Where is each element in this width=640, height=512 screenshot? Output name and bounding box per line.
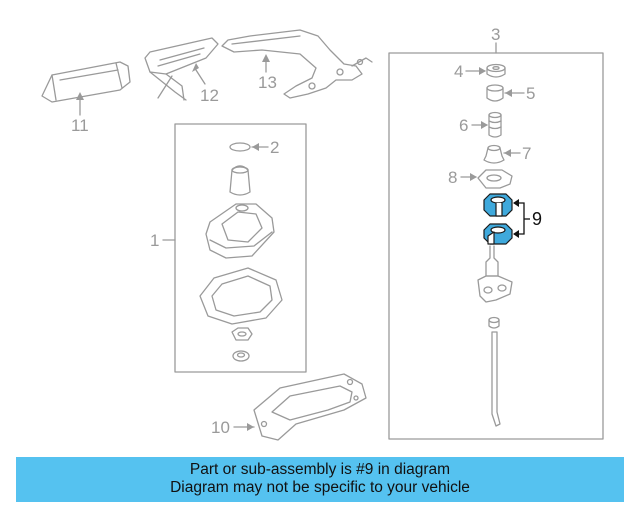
arrow-4 xyxy=(479,67,486,75)
part-13-brake-lever xyxy=(221,29,373,99)
callout-2: 2 xyxy=(270,138,279,157)
parts-diagram: 1 2 3 4 5 6 7 8 9 10 11 12 13 xyxy=(41,25,604,441)
arrow-10 xyxy=(247,423,254,431)
callout-13: 13 xyxy=(258,73,277,92)
part-8-retainer xyxy=(477,169,513,189)
arrow-11 xyxy=(76,92,84,100)
part-12-lever-boot xyxy=(144,37,219,101)
part-2-ring xyxy=(229,142,251,152)
callout-4: 4 xyxy=(454,62,463,81)
arrow-6 xyxy=(481,121,488,129)
callout-9: 9 xyxy=(532,209,542,229)
part-10-plate xyxy=(253,373,367,441)
callout-12: 12 xyxy=(200,86,219,105)
callout-7: 7 xyxy=(522,144,531,163)
info-banner: Part or sub-assembly is #9 in diagram Di… xyxy=(16,457,624,502)
part-5-bushing xyxy=(486,84,504,102)
banner-line-1: Part or sub-assembly is #9 in diagram xyxy=(189,461,451,478)
arrow-5 xyxy=(505,89,512,97)
box-part-3 xyxy=(388,52,604,440)
callout-8: 8 xyxy=(448,168,457,187)
arrow-13 xyxy=(262,54,270,62)
part-shift-boot xyxy=(205,203,275,259)
callout-5: 5 xyxy=(526,84,535,103)
part-9-clip-lower xyxy=(483,223,513,245)
part-shift-plate xyxy=(199,267,283,325)
part-4-cap xyxy=(486,63,506,78)
callout-11: 11 xyxy=(71,116,89,135)
arrow-7 xyxy=(504,149,511,157)
part-shift-rod xyxy=(477,245,513,427)
part-washer xyxy=(232,350,250,362)
arrow-12 xyxy=(192,63,199,72)
callout-10: 10 xyxy=(211,418,230,437)
part-shift-knob xyxy=(229,165,251,196)
box-part-1 xyxy=(174,123,307,373)
callout-3: 3 xyxy=(491,25,500,44)
leader-12 xyxy=(195,69,206,85)
part-nut xyxy=(231,327,253,341)
leader-9 xyxy=(514,202,530,235)
part-9-clip-upper xyxy=(483,193,513,217)
arrow-2 xyxy=(252,143,259,151)
callout-6: 6 xyxy=(459,116,468,135)
part-6-spring xyxy=(488,111,502,138)
arrow-8 xyxy=(470,173,477,181)
callout-1: 1 xyxy=(150,231,159,250)
banner-line-2: Diagram may not be specific to your vehi… xyxy=(170,479,470,496)
part-11-handle-grip xyxy=(41,61,131,103)
part-9-highlighted xyxy=(483,193,530,245)
part-7-seat xyxy=(483,144,505,164)
